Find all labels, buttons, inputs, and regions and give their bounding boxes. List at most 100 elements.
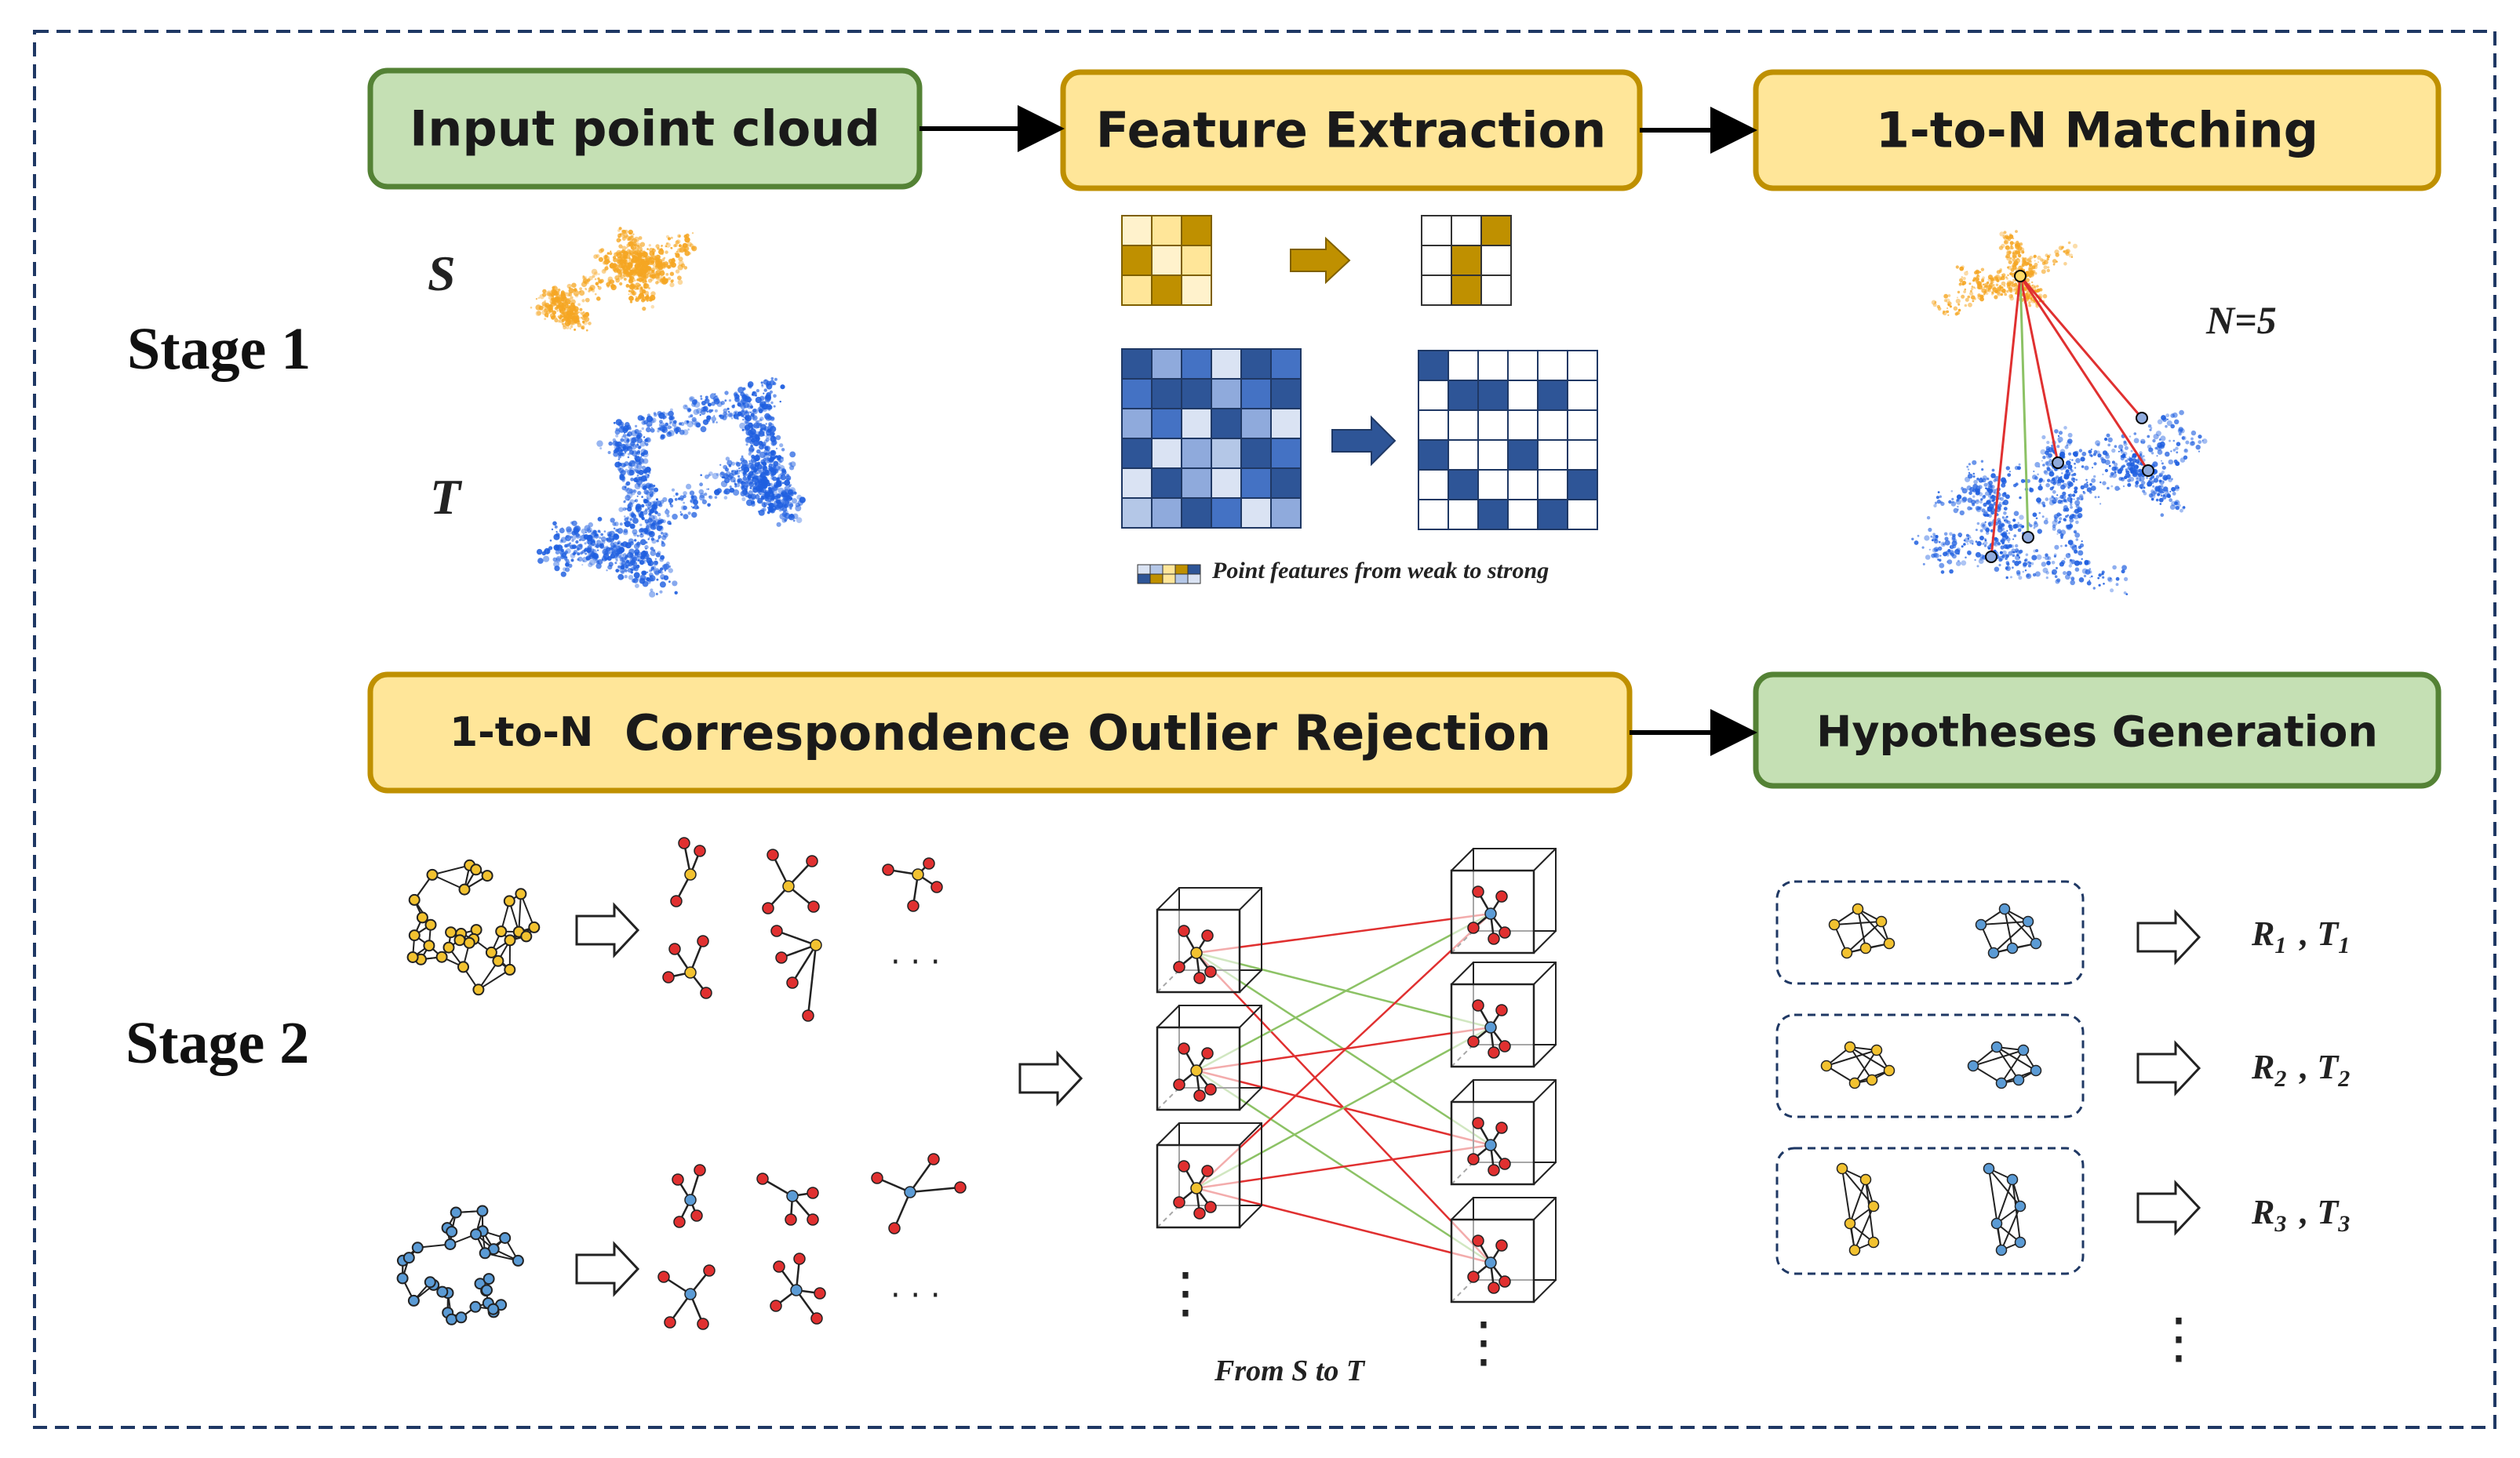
matching-target-point: [2056, 529, 2062, 534]
subgraph-edge: [909, 1186, 961, 1194]
matching-target-point: [1990, 473, 1996, 478]
source-point: [594, 278, 597, 281]
feature-cell: [1121, 378, 1153, 409]
source-point: [603, 268, 606, 272]
target-point: [627, 498, 630, 501]
matching-source-point: [2001, 288, 2006, 293]
graph-node: [423, 940, 435, 952]
subgraph-node: [697, 1318, 709, 1330]
cube-edge: [1533, 1044, 1557, 1067]
legend-cell: [1174, 564, 1189, 575]
matching-target-point: [2012, 554, 2016, 558]
target-point: [679, 429, 685, 435]
hypothesis-edge: [2001, 1049, 2024, 1084]
target-point: [708, 495, 713, 500]
matching-target-point: [1982, 475, 1987, 481]
matching-source-point: [1973, 297, 1976, 300]
matching-target-point: [2038, 466, 2041, 468]
target-point: [613, 421, 616, 424]
matching-target-point: [2135, 480, 2139, 485]
target-point: [650, 523, 654, 527]
matching-target-point: [2001, 533, 2006, 538]
target-point: [784, 512, 791, 519]
hypothesis-node: [2006, 1173, 2019, 1186]
matching-source-point: [1972, 277, 1977, 281]
target-point: [625, 507, 628, 511]
source-point: [552, 300, 557, 305]
matching-target-point: [1978, 485, 1983, 489]
target-point: [635, 458, 638, 462]
matching-target-point: [2074, 567, 2080, 572]
target-point: [779, 513, 786, 520]
matching-source-point: [2068, 253, 2074, 258]
target-point: [696, 408, 702, 414]
source-point: [535, 298, 538, 300]
source-point: [628, 289, 632, 293]
matching-target-point: [2073, 452, 2078, 457]
matching-target-point: [2016, 572, 2021, 576]
outlier-rejection-label: 1-to-N Correspondence Outlier Rejection: [450, 704, 1551, 762]
target-point: [643, 500, 647, 504]
hypothesis-label: R1 , T1: [2251, 914, 2350, 958]
hypothesis-node: [1987, 947, 2000, 959]
hypothesis-pair-box: [1775, 880, 2085, 985]
target-point: [635, 469, 639, 473]
matching-target-point: [1976, 540, 1982, 547]
matching-target-point: [2010, 544, 2015, 548]
matching-source-point: [2019, 242, 2023, 246]
target-point: [776, 481, 782, 488]
matching-target-point: [1951, 537, 1956, 542]
target-point: [613, 533, 619, 539]
matching-target-point: [2154, 446, 2158, 450]
matching-target-point: [2160, 435, 2166, 442]
matching-target-point: [2054, 575, 2058, 578]
matching-target-point: [2129, 435, 2132, 438]
target-point: [683, 505, 687, 511]
target-point: [789, 451, 796, 458]
target-point: [641, 465, 646, 471]
feature-cell: [1151, 245, 1182, 276]
target-point: [771, 493, 775, 496]
matching-target-point: [1933, 547, 1939, 552]
graph-node: [476, 1205, 489, 1217]
target-point: [629, 523, 635, 529]
target-point: [639, 539, 646, 546]
matching-target-point: [1930, 535, 1933, 538]
matching-target-point: [2102, 473, 2104, 476]
target-point: [660, 567, 664, 571]
target-point: [612, 438, 617, 442]
matching-target-point: [2043, 470, 2048, 474]
matching-target-point: [2015, 482, 2019, 486]
matching-source-point: [2012, 252, 2017, 258]
source-point: [665, 242, 669, 245]
matching-target-point: [1965, 556, 1967, 559]
source-label: S: [428, 245, 456, 301]
matching-source-point: [2033, 254, 2037, 258]
subgraph-node: [762, 902, 774, 914]
source-point: [677, 264, 683, 271]
subgraph-node: [1173, 1078, 1185, 1091]
subgraph-center: [1190, 1064, 1203, 1077]
matching-source-point: [1961, 294, 1965, 299]
graph-node: [408, 929, 421, 942]
source-point: [638, 264, 640, 267]
ellipsis-target: · · ·: [890, 1278, 941, 1314]
target-point: [748, 411, 751, 413]
matching-source-point: [1943, 299, 1947, 303]
target-point: [639, 523, 643, 526]
matching-target-point: [2004, 518, 2006, 522]
subgraph-node: [871, 1172, 883, 1184]
subgraph-center: [1190, 1182, 1203, 1194]
graph-node: [481, 1284, 493, 1296]
matching-target-point: [1976, 522, 1980, 525]
target-point: [759, 402, 765, 408]
matching-target-point: [2177, 428, 2183, 434]
target-point: [689, 490, 695, 496]
source-point: [632, 249, 635, 251]
feature-cell: [1480, 275, 1512, 306]
target-point: [627, 445, 632, 450]
target-point: [658, 412, 665, 420]
matching-target-point: [2170, 450, 2172, 453]
